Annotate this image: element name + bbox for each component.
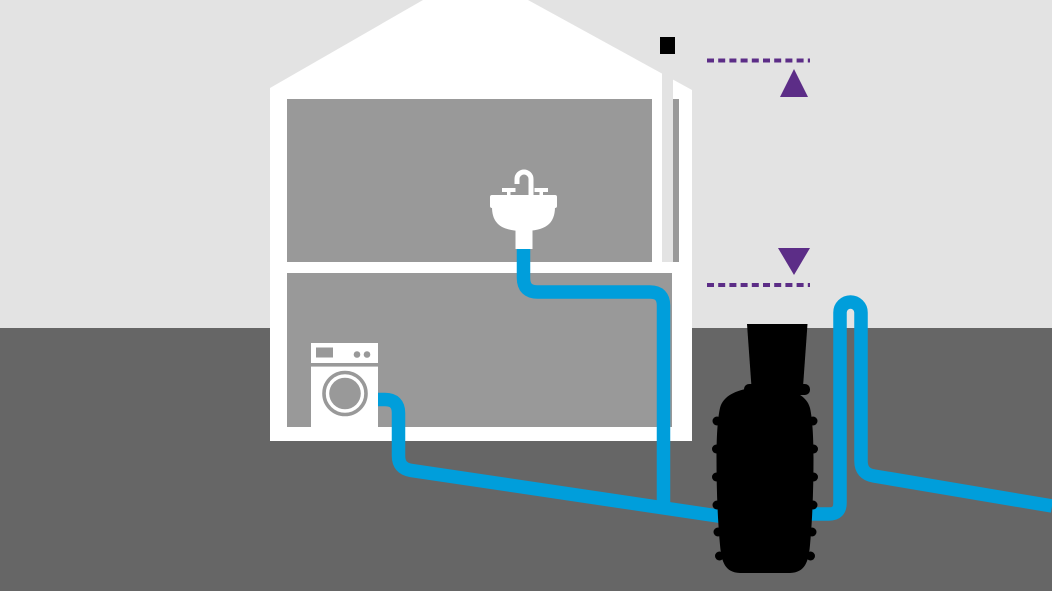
sink-handle-right bbox=[534, 188, 548, 192]
washer-door-ring bbox=[322, 370, 368, 417]
sink-bowl bbox=[492, 207, 555, 231]
washer-knob-right bbox=[363, 351, 371, 358]
sink-body bbox=[490, 188, 557, 249]
vent-stack-pipe bbox=[662, 53, 673, 262]
level-triangles bbox=[778, 69, 810, 275]
sink-handle-left bbox=[502, 188, 516, 192]
discharge-loop-pipe bbox=[800, 295, 1052, 521]
sink-handle-left-stem bbox=[507, 191, 511, 196]
tank-neck bbox=[747, 324, 808, 387]
upper-floor-room bbox=[287, 99, 679, 262]
washer-details bbox=[311, 347, 378, 410]
washer-display bbox=[316, 347, 333, 358]
collection-tank bbox=[712, 324, 818, 573]
sink-drain-pipe bbox=[516, 240, 671, 513]
drain-pipes bbox=[370, 240, 1052, 529]
level-dashed-lines bbox=[707, 58, 810, 287]
faucet-spout bbox=[514, 169, 534, 195]
sink-icon bbox=[490, 169, 557, 249]
vent-cap-icon bbox=[660, 37, 675, 54]
triangle-down-icon bbox=[778, 248, 810, 275]
washer-knob-left bbox=[353, 351, 361, 358]
sink-rim bbox=[490, 195, 557, 208]
washer-panel-gap bbox=[311, 363, 378, 367]
tank-body bbox=[716, 388, 814, 573]
washer-drain-pipe bbox=[370, 392, 759, 529]
sink-pedestal bbox=[515, 224, 533, 249]
washer-door-glass bbox=[329, 377, 361, 410]
vent-chase bbox=[652, 99, 662, 262]
tank-ribs bbox=[712, 416, 818, 561]
washing-machine-icon bbox=[311, 343, 378, 427]
sink-faucet bbox=[514, 169, 534, 195]
sink-handle-right-stem bbox=[539, 191, 543, 196]
triangle-up-icon bbox=[780, 69, 808, 97]
